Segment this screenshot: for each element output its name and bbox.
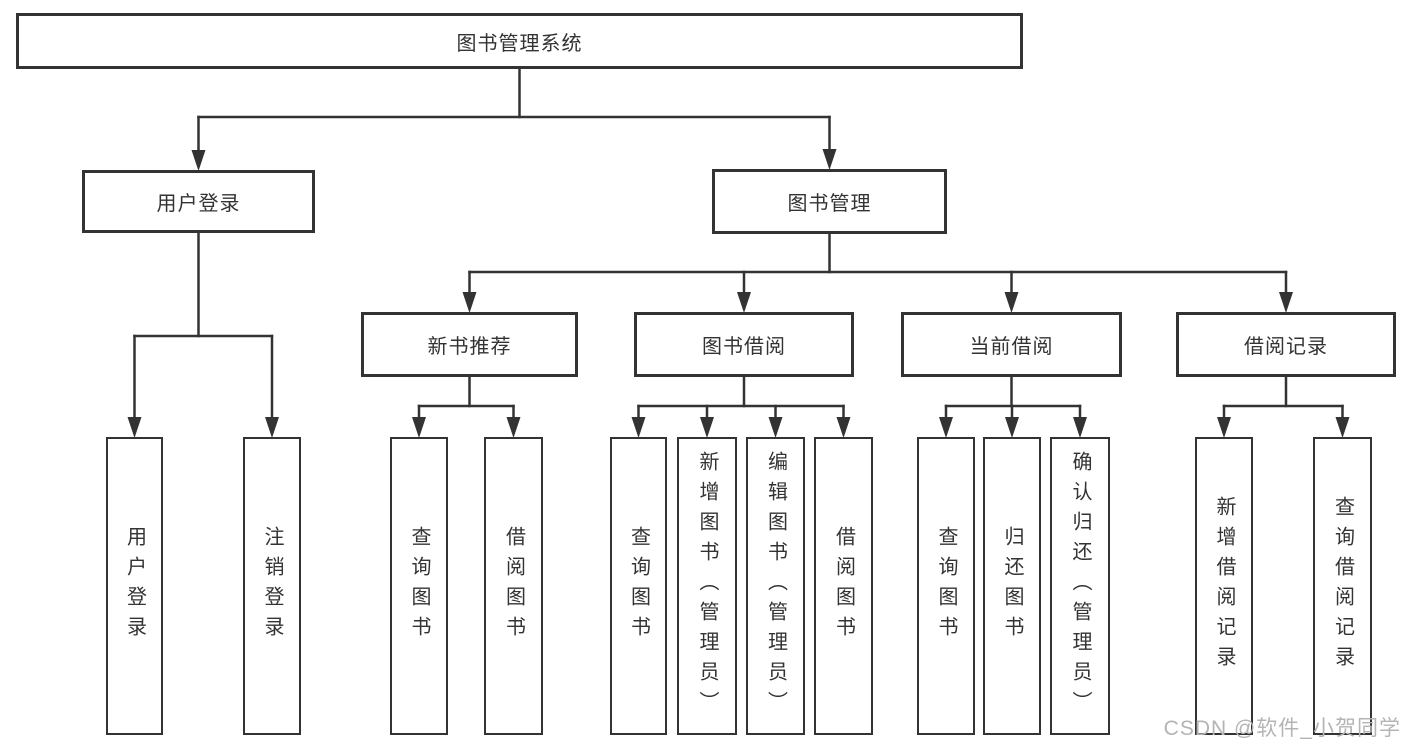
- node-label: 图书借阅: [702, 336, 786, 358]
- node-label: 借阅图书: [502, 526, 525, 646]
- node-user-login: 用户登录: [82, 170, 315, 233]
- node-nb-borrow-books: 借阅图书: [484, 437, 543, 735]
- connector-library-system: [191, 67, 837, 171]
- arrow-down-icon: [1279, 292, 1293, 313]
- arrow-down-icon: [265, 417, 279, 438]
- arrow-down-icon: [939, 417, 953, 438]
- node-bb-query-books: 查询图书: [610, 437, 667, 735]
- node-login-leaf: 用户登录: [106, 437, 163, 735]
- connector-new-book-recommend: [412, 375, 521, 438]
- node-label: 图书管理: [787, 193, 872, 215]
- connector-current-borrow: [939, 375, 1087, 438]
- connector-borrow-records: [1217, 375, 1350, 438]
- node-label: 新书推荐: [427, 336, 512, 358]
- arrow-down-icon: [191, 150, 206, 171]
- arrow-down-icon: [768, 417, 783, 438]
- arrow-down-icon: [1005, 417, 1019, 438]
- node-bb-borrow-books: 借阅图书: [814, 437, 873, 735]
- node-label: 用户登录: [156, 193, 241, 215]
- watermark: CSDN @软件_小贺同学: [1163, 717, 1401, 740]
- node-label: 图书管理系统: [456, 32, 583, 55]
- node-label: 借阅记录: [1244, 336, 1328, 358]
- node-label: 归还图书: [1001, 526, 1023, 646]
- connector-user-login: [127, 231, 279, 438]
- node-label: 查询借阅记录: [1331, 496, 1354, 676]
- node-br-query-record: 查询借阅记录: [1313, 437, 1372, 735]
- arrow-down-icon: [462, 292, 477, 313]
- node-logout-leaf: 注销登录: [243, 437, 301, 735]
- node-label: 借阅图书: [832, 526, 855, 646]
- node-br-add-record: 新增借阅记录: [1195, 437, 1253, 735]
- arrow-down-icon: [836, 417, 851, 438]
- node-label: 查询图书: [627, 526, 650, 646]
- node-new-book-recommend: 新书推荐: [361, 312, 578, 377]
- node-label: 查询图书: [935, 526, 957, 646]
- arrow-down-icon: [700, 417, 714, 438]
- connector-book-borrow: [631, 375, 851, 438]
- node-label: 当前借阅: [969, 336, 1054, 358]
- node-book-borrow: 图书借阅: [634, 312, 854, 377]
- arrow-down-icon: [1335, 417, 1350, 438]
- arrow-down-icon: [1217, 417, 1231, 438]
- node-cb-confirm-return: 确认归还（管理员）: [1050, 437, 1110, 735]
- node-bb-edit-books: 编辑图书（管理员）: [746, 437, 805, 735]
- connector-book-management: [462, 232, 1293, 313]
- node-cb-return-books: 归还图书: [983, 437, 1041, 735]
- node-cb-query-books: 查询图书: [917, 437, 975, 735]
- arrow-down-icon: [1004, 292, 1019, 313]
- node-current-borrow: 当前借阅: [901, 312, 1122, 377]
- node-label: 确认归还（管理员）: [1069, 451, 1091, 721]
- arrow-down-icon: [506, 417, 521, 438]
- arrow-down-icon: [822, 149, 837, 170]
- arrow-down-icon: [412, 417, 426, 438]
- node-book-management: 图书管理: [712, 169, 947, 234]
- arrow-down-icon: [1073, 417, 1087, 438]
- arrow-down-icon: [631, 417, 646, 438]
- node-library-system: 图书管理系统: [16, 13, 1023, 69]
- arrow-down-icon: [127, 417, 142, 438]
- node-label: 用户登录: [123, 526, 146, 646]
- node-label: 编辑图书（管理员）: [764, 451, 787, 721]
- node-label: 注销登录: [261, 526, 283, 646]
- node-label: 新增图书（管理员）: [696, 451, 718, 721]
- node-bb-add-books: 新增图书（管理员）: [677, 437, 737, 735]
- node-label: 查询图书: [408, 526, 430, 646]
- node-label: 新增借阅记录: [1213, 496, 1235, 676]
- node-borrow-records: 借阅记录: [1176, 312, 1396, 377]
- node-nb-query-books: 查询图书: [390, 437, 448, 735]
- arrow-down-icon: [737, 292, 751, 313]
